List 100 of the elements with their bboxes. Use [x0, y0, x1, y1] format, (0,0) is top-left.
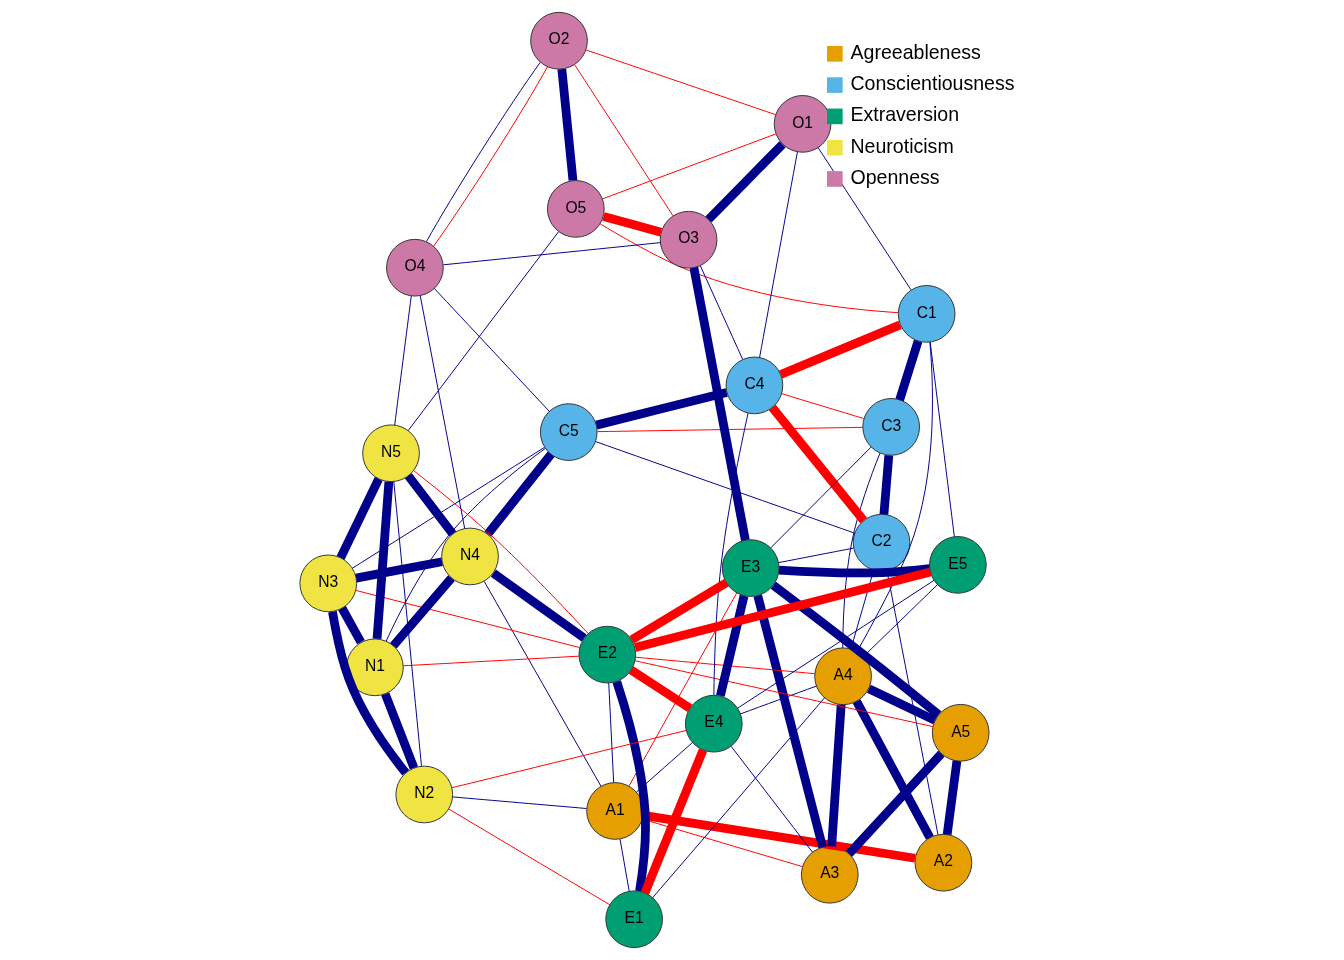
connector	[845, 750, 945, 857]
connector	[607, 682, 614, 783]
node-circle: E1	[604, 890, 663, 949]
connector	[826, 704, 846, 847]
connector	[634, 660, 933, 728]
connector	[612, 680, 650, 892]
connector	[594, 388, 728, 430]
connector	[699, 265, 743, 360]
connector	[336, 477, 383, 560]
connector	[451, 796, 587, 809]
connector	[601, 133, 776, 200]
connector	[385, 447, 546, 642]
connector	[628, 592, 737, 787]
connector	[866, 684, 937, 725]
connector	[354, 557, 443, 583]
connector	[483, 580, 601, 787]
connector	[752, 594, 827, 849]
connector	[483, 451, 555, 537]
connector	[770, 581, 941, 719]
legend-label: Extraversion	[849, 103, 959, 126]
connector	[841, 452, 880, 649]
connector	[601, 212, 662, 237]
connector	[634, 656, 815, 675]
connector	[619, 838, 630, 892]
connector	[704, 141, 786, 223]
node-circle: O4	[385, 238, 444, 297]
connector	[780, 393, 864, 420]
connector	[689, 266, 750, 541]
connector	[556, 68, 577, 181]
legend-label: Agreeableness	[849, 40, 981, 63]
node-circle: O1	[773, 95, 831, 153]
node-circle: A4	[813, 647, 872, 706]
connector	[715, 594, 748, 697]
connector	[433, 288, 550, 412]
connector	[628, 578, 729, 644]
connector	[651, 697, 825, 899]
node-circle: N1	[345, 638, 404, 697]
connector	[778, 320, 902, 379]
node-circle: O2	[529, 11, 588, 70]
connector	[585, 49, 776, 116]
connector	[628, 666, 692, 712]
node-circle: E3	[721, 539, 779, 597]
connector	[337, 606, 365, 645]
connector	[633, 567, 931, 652]
connector	[739, 685, 817, 715]
connector	[599, 223, 898, 314]
node-circle: E5	[928, 536, 987, 594]
connector	[372, 481, 393, 640]
node-circle: A3	[800, 845, 859, 904]
node-circle: N5	[361, 424, 420, 483]
legend-label: Openness	[849, 165, 940, 188]
node-circle: E2	[577, 625, 636, 684]
connector	[447, 808, 610, 906]
legend-label: Conscientiousness	[849, 71, 1015, 94]
connector	[355, 589, 580, 649]
connector	[490, 569, 587, 642]
node-circle: C4	[725, 356, 783, 415]
node-circle: O5	[546, 180, 605, 238]
connector	[769, 446, 872, 549]
connector	[758, 151, 798, 358]
connector	[736, 579, 934, 709]
node-circle: C5	[539, 403, 598, 461]
legend-label: Neuroticism	[849, 134, 954, 157]
connector	[450, 730, 686, 789]
connector	[879, 454, 893, 515]
connector	[351, 446, 545, 569]
connector	[817, 147, 911, 291]
connector	[894, 339, 922, 402]
connector	[852, 699, 934, 840]
connector	[389, 575, 455, 649]
connector	[635, 742, 693, 793]
node-circle: C1	[897, 285, 955, 343]
connector	[730, 745, 813, 853]
connector	[327, 610, 409, 776]
node-circle: C3	[861, 398, 920, 456]
connector	[929, 341, 955, 538]
node-circle: N4	[440, 527, 499, 586]
connector	[380, 692, 418, 770]
connector	[412, 470, 589, 635]
connector	[942, 760, 961, 836]
connector	[777, 547, 854, 564]
connector	[425, 61, 541, 243]
connector	[712, 412, 749, 696]
node-circle: A2	[914, 833, 972, 892]
connector	[442, 242, 661, 266]
node-circle: N3	[298, 554, 357, 613]
node-circle: E4	[684, 694, 743, 753]
connector	[432, 66, 548, 247]
node-circle: N2	[394, 765, 453, 824]
connector	[402, 655, 579, 667]
connector	[778, 564, 930, 578]
connector	[407, 231, 559, 432]
connector	[573, 64, 673, 217]
connector	[768, 404, 867, 524]
node-circle: O3	[659, 210, 717, 269]
connector	[392, 481, 422, 767]
node-circle: A1	[585, 782, 644, 840]
connector	[594, 441, 855, 534]
connector	[404, 473, 456, 537]
connector	[596, 426, 863, 433]
